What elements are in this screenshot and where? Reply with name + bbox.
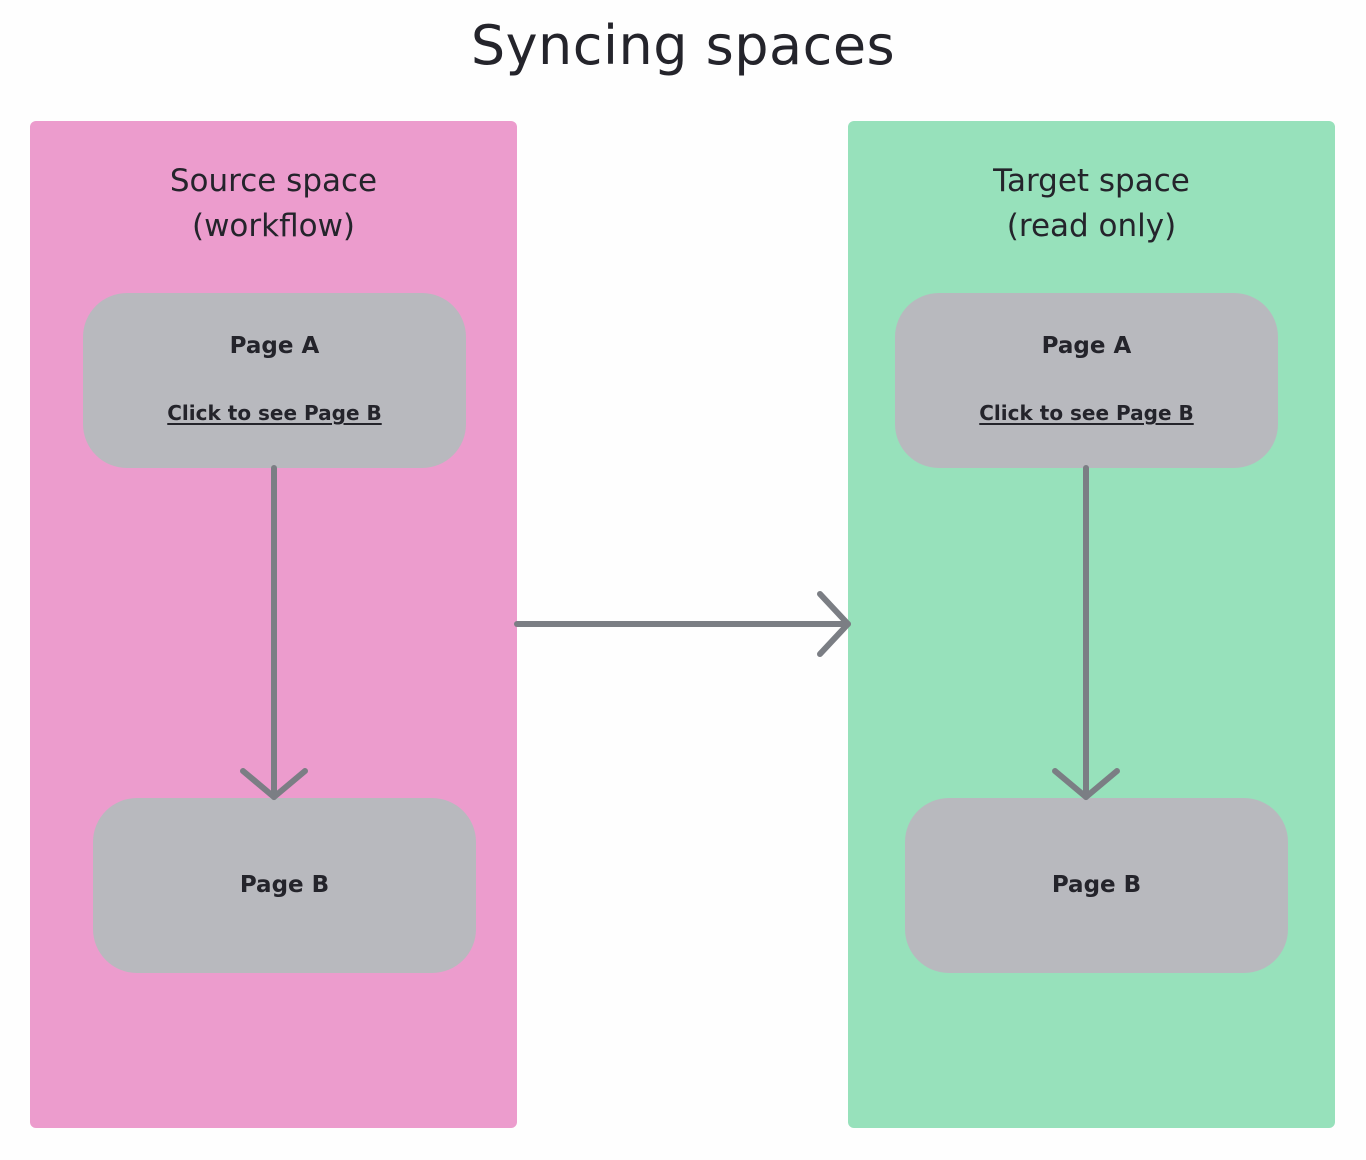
source-space-title: Source space (workflow) (30, 159, 517, 249)
target-page-a-label: Page A (1041, 333, 1132, 359)
source-page-link-arrow (240, 465, 308, 800)
target-space-panel: Target space (read only) Page A Click to… (848, 121, 1335, 1128)
target-page-a-card[interactable]: Page A Click to see Page B (895, 293, 1278, 468)
target-page-link-arrow (1052, 465, 1120, 800)
source-space-title-line2: (workflow) (191, 208, 356, 244)
source-page-b-label: Page B (239, 872, 330, 898)
source-page-a-label: Page A (229, 333, 320, 359)
target-page-b-label: Page B (1051, 872, 1142, 898)
diagram-title: Syncing spaces (470, 14, 896, 77)
target-page-b-card[interactable]: Page B (905, 798, 1288, 973)
source-space-title-line1: Source space (169, 163, 378, 199)
target-page-a-link[interactable]: Click to see Page B (979, 401, 1194, 425)
source-page-a-card[interactable]: Page A Click to see Page B (83, 293, 466, 468)
sync-arrow (514, 591, 851, 657)
target-space-title: Target space (read only) (848, 159, 1335, 249)
target-space-title-line2: (read only) (1006, 208, 1177, 244)
source-page-b-card[interactable]: Page B (93, 798, 476, 973)
source-page-a-link[interactable]: Click to see Page B (167, 401, 382, 425)
target-space-title-line1: Target space (993, 163, 1190, 199)
